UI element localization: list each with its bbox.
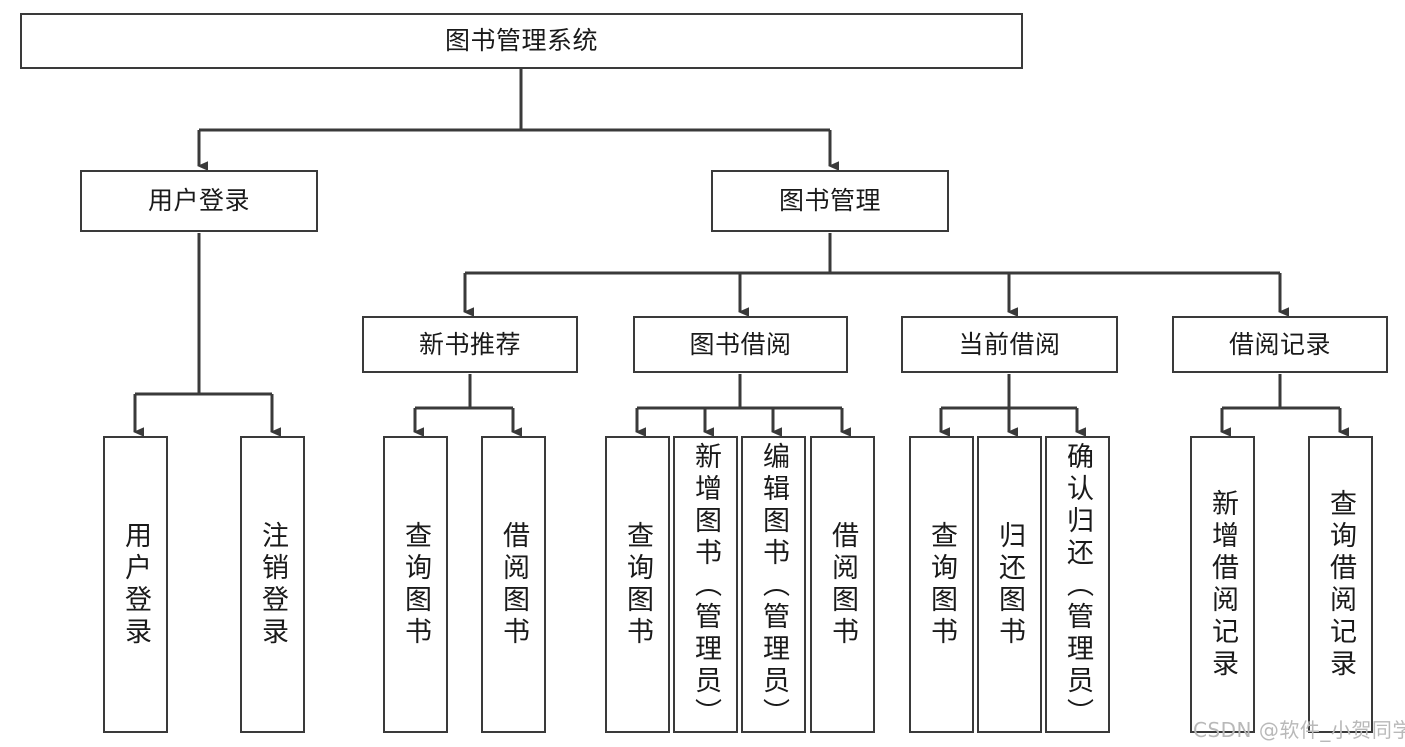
node-label: 查询图书 (622, 520, 653, 649)
node-label: 借阅记录 (1228, 329, 1331, 359)
node-label: 新增借阅记录 (1207, 488, 1238, 681)
node-label: 查询图书 (400, 520, 431, 649)
node-label: 图书借阅 (689, 329, 792, 359)
leaf-query-book-current[interactable]: 查询图书 (909, 436, 974, 733)
leaf-confirm-return-admin[interactable]: 确认归还（管理员） (1045, 436, 1110, 733)
node-label: 当前借阅 (958, 329, 1061, 359)
node-label: 图书管理系统 (444, 26, 598, 55)
leaf-query-borrow-record[interactable]: 查询借阅记录 (1308, 436, 1373, 733)
leaf-user-login[interactable]: 用户登录 (103, 436, 168, 733)
node-label: 新书推荐 (418, 329, 521, 359)
leaf-borrow-book-recommend[interactable]: 借阅图书 (481, 436, 546, 733)
node-label: 借阅图书 (827, 520, 858, 649)
node-user-login[interactable]: 用户登录 (80, 170, 318, 232)
node-root-system[interactable]: 图书管理系统 (20, 13, 1023, 69)
leaf-logout[interactable]: 注销登录 (240, 436, 305, 733)
leaf-borrow-book[interactable]: 借阅图书 (810, 436, 875, 733)
leaf-query-book-borrow[interactable]: 查询图书 (605, 436, 670, 733)
node-label: 用户登录 (147, 186, 250, 215)
leaf-add-borrow-record[interactable]: 新增借阅记录 (1190, 436, 1255, 733)
leaf-add-book-admin[interactable]: 新增图书（管理员） (673, 436, 738, 733)
leaf-return-book[interactable]: 归还图书 (977, 436, 1042, 733)
node-label: 编辑图书（管理员） (758, 442, 789, 730)
node-book-management[interactable]: 图书管理 (711, 170, 949, 232)
leaf-query-book-recommend[interactable]: 查询图书 (383, 436, 448, 733)
node-label: 确认归还（管理员） (1062, 442, 1093, 730)
leaf-edit-book-admin[interactable]: 编辑图书（管理员） (741, 436, 806, 733)
csdn-watermark: CSDN @软件_小贺同学 (1193, 718, 1405, 742)
node-label: 用户登录 (120, 520, 151, 649)
node-book-borrow[interactable]: 图书借阅 (633, 316, 848, 373)
node-borrow-record[interactable]: 借阅记录 (1172, 316, 1388, 373)
node-label: 查询借阅记录 (1325, 488, 1356, 681)
node-label: 归还图书 (994, 520, 1025, 649)
node-current-borrow[interactable]: 当前借阅 (901, 316, 1118, 373)
node-label: 借阅图书 (498, 520, 529, 649)
node-label: 查询图书 (926, 520, 957, 649)
node-label: 图书管理 (778, 186, 881, 215)
node-new-book-recommend[interactable]: 新书推荐 (362, 316, 578, 373)
node-label: 新增图书（管理员） (690, 442, 721, 730)
node-label: 注销登录 (257, 520, 288, 649)
